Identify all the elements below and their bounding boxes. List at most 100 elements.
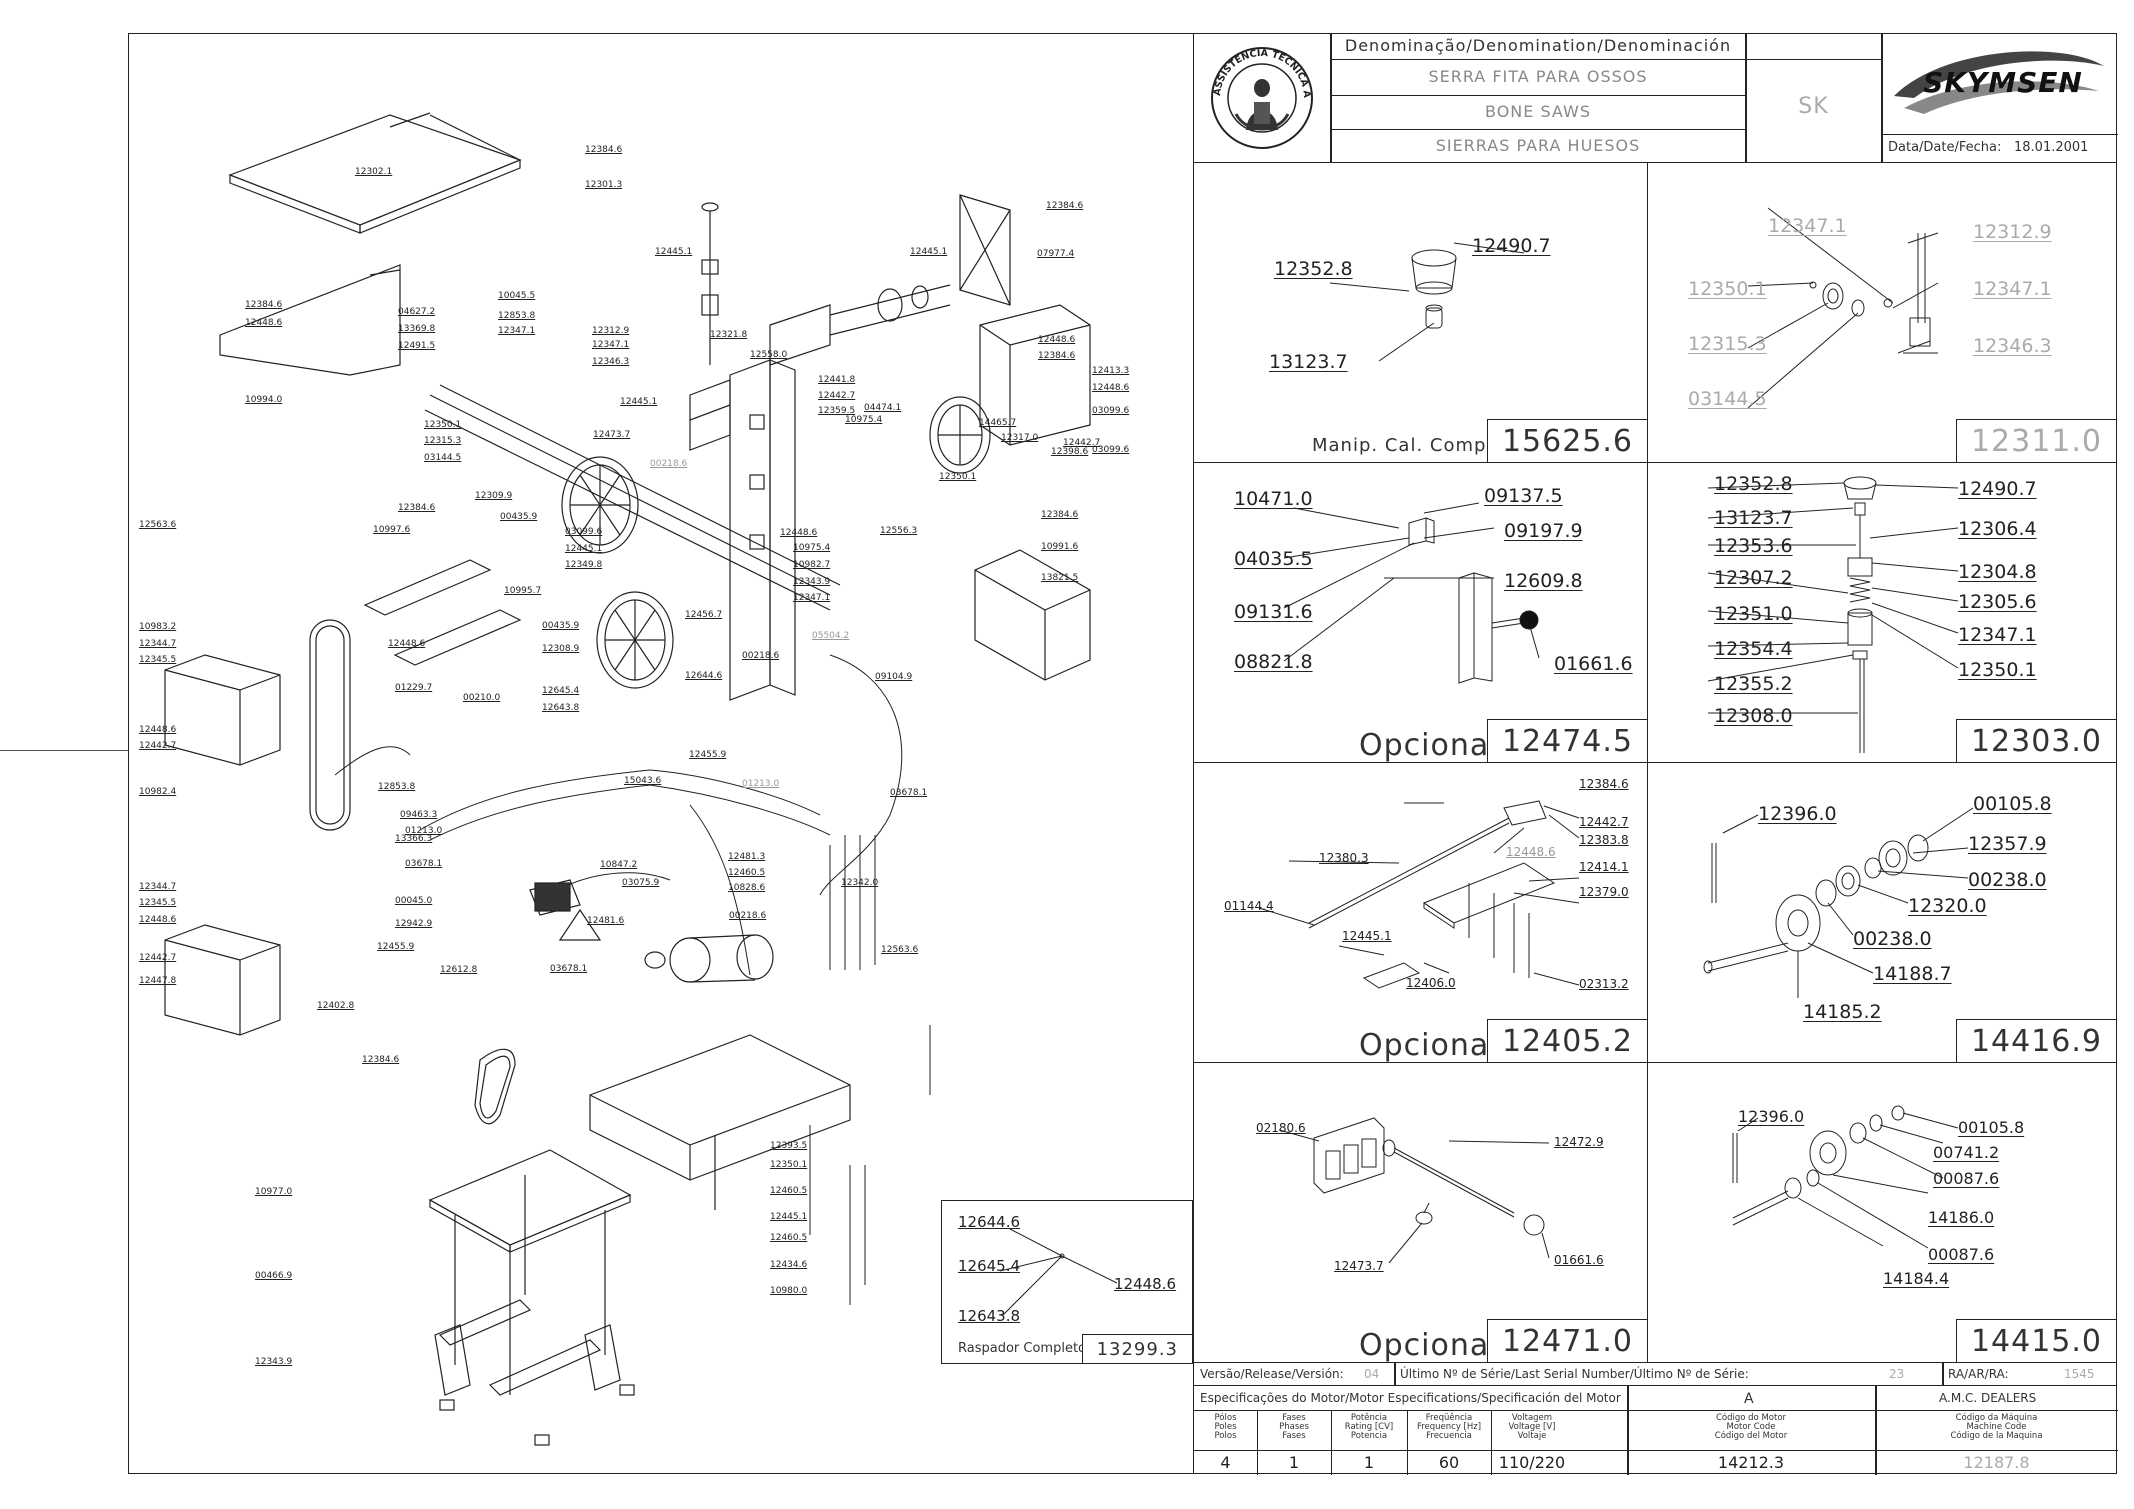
part-number-label: 12343.9 — [793, 577, 831, 587]
part-number-label: 12312.9 — [592, 326, 630, 336]
brand-name: SKYMSEN — [1923, 66, 2083, 99]
motor-col-header: Código da Máquina Machine Code Código de… — [1950, 1413, 2043, 1441]
product-name-es: SIERRAS PARA HUESOS — [1435, 136, 1641, 155]
motor-col-header: Fases Phases Fases — [1279, 1413, 1309, 1441]
part-number-label: 12347.1 — [793, 593, 831, 603]
panel-label: 12396.0 — [1738, 1107, 1805, 1126]
part-number-label: 12445.1 — [620, 397, 658, 407]
part-number-label: 12442.7 — [1063, 438, 1101, 448]
part-number-label: 12645.4 — [542, 686, 580, 696]
panel-label: 12308.0 — [1714, 705, 1793, 727]
panel-label: 01661.6 — [1554, 653, 1633, 675]
serial-label: Último Nº de Série/Last Serial Number/Úl… — [1400, 1367, 1749, 1381]
panel-label: 12384.6 — [1579, 777, 1629, 791]
stand-top — [428, 1149, 632, 1254]
panel-label: 12347.1 — [1768, 215, 1847, 237]
panel-label: 12307.2 — [1714, 567, 1793, 589]
part-number-label: 13369.8 — [398, 324, 436, 334]
part-number-label: 12344.7 — [139, 882, 177, 892]
fold-line — [0, 750, 128, 751]
panel-label: 12445.1 — [1342, 929, 1392, 943]
side-guard — [974, 549, 1091, 681]
part-number-label: 04474.1 — [864, 403, 902, 413]
part-number-label: 10975.4 — [845, 415, 883, 425]
panel-label: 12304.8 — [1958, 561, 2037, 583]
panel-label: 12380.3 — [1319, 851, 1369, 865]
guide-bar — [424, 384, 841, 611]
panel-label: 12473.7 — [1334, 1259, 1384, 1273]
panel-code: 12303.0 — [1955, 719, 2116, 762]
part-number-label: 12384.6 — [1046, 201, 1084, 211]
scraper-code: 13299.3 — [1081, 1334, 1192, 1363]
shaft-drawing — [1747, 207, 1939, 409]
title-block-header: ASSISTÊNCIA TÉCNICA AUTORIZADA Denominaç… — [1193, 33, 2118, 163]
panel-label: 10471.0 — [1234, 488, 1313, 510]
part-number-label: 12321.8 — [710, 330, 748, 340]
panel-label: 12472.9 — [1554, 1135, 1604, 1149]
scraper-label: 12645.4 — [958, 1257, 1021, 1275]
part-number-label: 09104.9 — [875, 672, 913, 682]
switch-box — [529, 879, 581, 916]
part-number-label: 12302.1 — [355, 167, 393, 177]
part-number-label: 12384.6 — [585, 145, 623, 155]
panel-caption: Opcional — [1359, 728, 1499, 763]
part-number-label: 04627.2 — [398, 307, 436, 317]
part-number-label: 00218.6 — [742, 651, 780, 661]
panel-caption: Opcional — [1359, 1328, 1499, 1363]
panel-label: 01144.4 — [1224, 899, 1274, 913]
wiring-harness — [334, 654, 903, 976]
part-number-label: 12448.6 — [388, 639, 426, 649]
panel-label: 12352.8 — [1714, 473, 1793, 495]
part-number-label: 12448.6 — [780, 528, 818, 538]
part-number-label: 12345.5 — [139, 898, 177, 908]
part-number-label: 10975.4 — [793, 543, 831, 553]
dealer-name: A.M.C. DEALERS — [1939, 1391, 2037, 1405]
part-number-label: 12359.5 — [818, 406, 856, 416]
part-number-label: 03075.9 — [622, 878, 660, 888]
part-number-label: 15043.6 — [624, 776, 662, 786]
part-number-label: 03099.6 — [1092, 406, 1130, 416]
panel-label: 12305.6 — [1958, 591, 2037, 613]
part-number-label: 10995.7 — [504, 586, 542, 596]
panel-label: 00105.8 — [1958, 1118, 2025, 1137]
part-number-label: 12384.6 — [398, 503, 436, 513]
part-number-label: 05504.2 — [812, 631, 850, 641]
part-number-label: 00435.9 — [542, 621, 580, 631]
part-number-label: 12448.6 — [139, 915, 177, 925]
blade-guide-bracket — [219, 264, 401, 376]
part-number-label: 12563.6 — [139, 520, 177, 530]
part-number-label: 12350.1 — [939, 472, 977, 482]
part-number-label: 12301.3 — [585, 180, 623, 190]
scraper-label: 12644.6 — [958, 1213, 1021, 1231]
part-number-label: 12434.6 — [770, 1260, 808, 1270]
panel-label: 12351.0 — [1714, 603, 1793, 625]
bearing-hub-alt-drawing — [1732, 1105, 1959, 1249]
column-divider — [1491, 1410, 1492, 1475]
part-number-label: 13366.3 — [395, 834, 433, 844]
part-number-label: 12448.6 — [1038, 335, 1076, 345]
part-number-label: 12456.7 — [685, 610, 723, 620]
scraper-caption: Raspador Completo — [958, 1341, 1086, 1356]
part-number-label: 00435.9 — [500, 512, 538, 522]
panel-label: 12396.0 — [1758, 803, 1837, 825]
base-tray — [589, 1034, 851, 1210]
panel-label: 00741.2 — [1933, 1143, 2000, 1162]
saw-blade — [309, 619, 351, 831]
motor-col-header: Voltagem Voltage [V] Voltaje — [1508, 1413, 1556, 1441]
part-number-label: 03678.1 — [550, 964, 588, 974]
electric-box-1 — [164, 654, 281, 766]
motor-col-header: Freqüência Frequency [Hz] Frecuencia — [1416, 1413, 1482, 1441]
part-number-label: 12447.8 — [139, 976, 177, 986]
part-number-label: 00218.6 — [650, 459, 688, 469]
upper-wheel — [561, 456, 639, 554]
part-number-label: 12442.7 — [139, 953, 177, 963]
part-number-label: 01213.0 — [405, 826, 443, 836]
part-number-label: 10991.6 — [1041, 542, 1079, 552]
panel-label: 12609.8 — [1504, 570, 1583, 592]
column-divider — [1407, 1410, 1408, 1475]
detail-panel-15625-6: 12352.8 12490.7 13123.7 Manip. Cal. Comp… — [1193, 162, 1648, 463]
motor-col-value: 14212.3 — [1717, 1453, 1785, 1472]
part-number-label: 12445.1 — [565, 544, 603, 554]
panel-label: 12379.0 — [1579, 885, 1629, 899]
fasteners — [809, 835, 931, 1305]
